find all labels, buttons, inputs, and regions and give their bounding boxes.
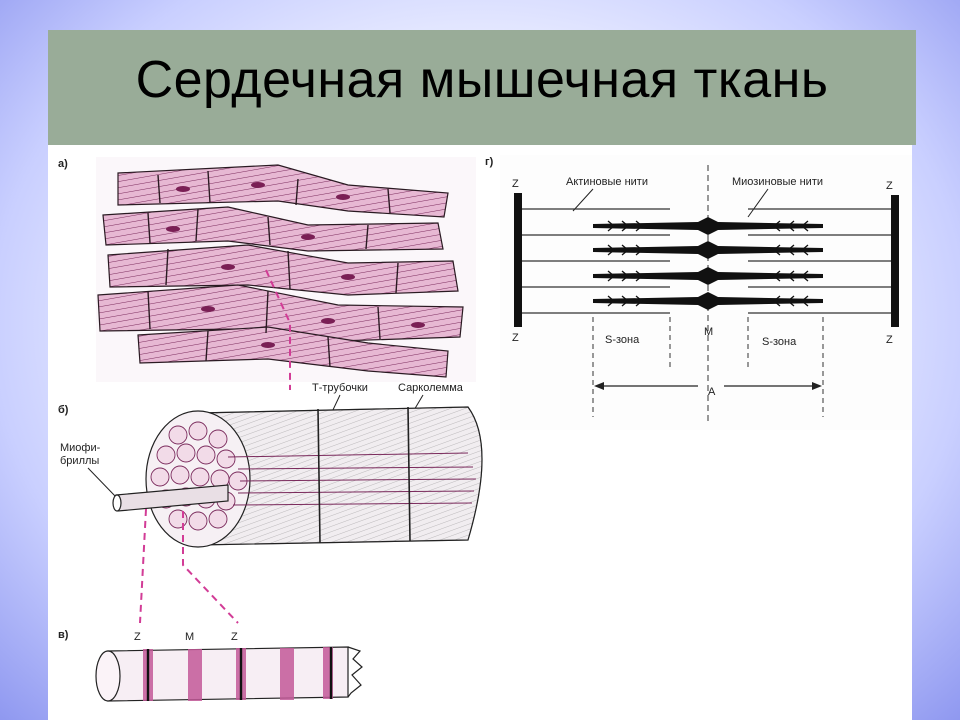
- myofibril-z2-label: Z: [231, 631, 238, 643]
- panel-b-letter: б): [58, 404, 69, 416]
- z-label-top-left: Z: [512, 178, 519, 190]
- myosin-label: Миозиновые нити: [732, 176, 823, 188]
- s-zone-left-label: S-зона: [605, 334, 640, 346]
- z-label-top-right: Z: [886, 180, 893, 192]
- panel-g-letter: г): [485, 156, 494, 168]
- panel-g: г) Актиновые нити Миозиновые нити Z Z Z …: [485, 155, 912, 430]
- z-disc-right: [891, 195, 899, 327]
- slide-title: Сердечная мышечная ткань: [135, 51, 829, 109]
- t-tubules-label: Т-трубочки: [312, 382, 368, 394]
- cardiac-fibers: [97, 164, 464, 378]
- myofibrils-label-line2: бриллы: [60, 455, 99, 467]
- z-label-bottom-left: Z: [512, 332, 519, 344]
- panel-v: в) Z M Z: [58, 629, 363, 702]
- title-bar: Сердечная мышечная ткань: [48, 30, 916, 145]
- a-band-label: A: [708, 386, 716, 398]
- myofibril-m-label: M: [185, 631, 194, 643]
- myosin-filaments: [593, 217, 823, 310]
- zoom-connector-a: [265, 269, 291, 390]
- m-line-label: M: [704, 326, 713, 338]
- myofibrils-label-line1: Миофи-: [60, 442, 101, 454]
- panel-a-letter: а): [58, 158, 68, 170]
- figure-canvas: а): [58, 155, 912, 702]
- sarcomere: [514, 165, 899, 425]
- histology-figure: а): [48, 145, 912, 720]
- z-label-bottom-right: Z: [886, 334, 893, 346]
- panel-a: а): [58, 157, 476, 390]
- myofibril-z1-label: Z: [134, 631, 141, 643]
- a-band-arrow: [594, 382, 822, 390]
- sarcolemma-label: Сарколемма: [398, 382, 464, 394]
- s-zone-right-label: S-зона: [762, 336, 797, 348]
- actin-filaments: [522, 208, 891, 314]
- myofibril: [95, 646, 363, 702]
- zoom-connector-b2: [182, 511, 239, 624]
- panel-b: б) Т-трубочки Сарколемма Миофи- бриллы: [58, 382, 483, 624]
- zoom-connector-b1: [139, 508, 147, 624]
- z-disc-left: [514, 193, 522, 327]
- actin-label: Актиновые нити: [566, 176, 648, 188]
- panel-v-letter: в): [58, 629, 69, 641]
- fiber-3d: [112, 406, 483, 548]
